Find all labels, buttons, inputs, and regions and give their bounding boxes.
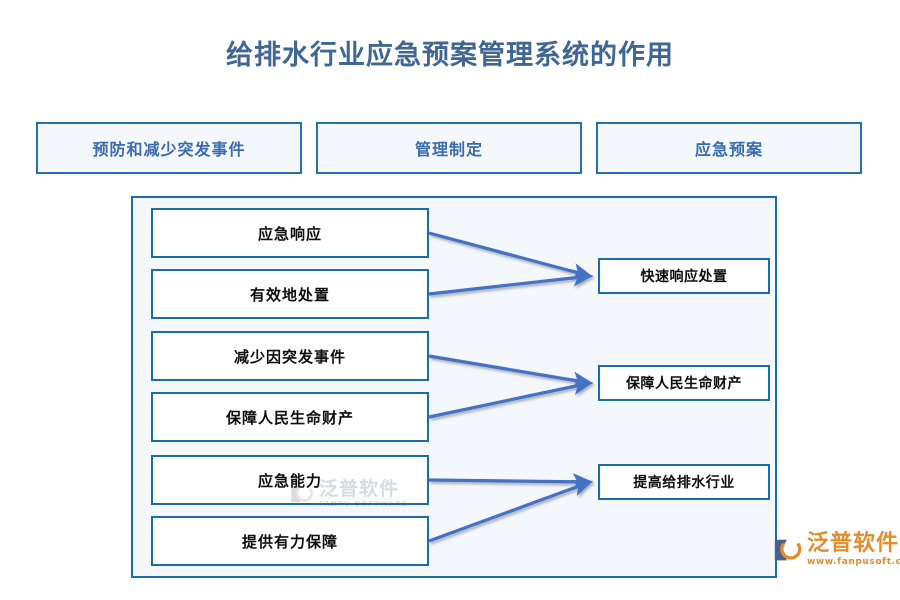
- right-box-rapid-response[interactable]: 快速响应处置: [598, 258, 770, 294]
- right-box-label: 提高给排水行业: [633, 475, 735, 491]
- brand-url: www.fanpusoft.com: [807, 557, 900, 567]
- left-box-label: 提供有力保障: [241, 532, 338, 551]
- right-box-label: 快速响应处置: [640, 269, 728, 285]
- left-box-label: 保障人民生命财产: [225, 408, 354, 427]
- right-box-label: 保障人民生命财产: [626, 376, 742, 392]
- left-box-strong-guarantee[interactable]: 提供有力保障: [151, 516, 429, 566]
- fanpu-logo-icon: [774, 538, 802, 561]
- header-box-label: 应急预案: [694, 140, 763, 159]
- right-box-improve-industry[interactable]: 提高给排水行业: [598, 464, 770, 500]
- left-box-label: 应急响应: [257, 224, 322, 243]
- left-box-reduce-incidents[interactable]: 减少因突发事件: [151, 331, 429, 381]
- right-box-protect-life-property[interactable]: 保障人民生命财产: [598, 365, 770, 401]
- left-box-protect-life-property[interactable]: 保障人民生命财产: [151, 392, 429, 442]
- left-box-emergency-response[interactable]: 应急响应: [151, 208, 429, 258]
- left-box-effective-handling[interactable]: 有效地处置: [151, 269, 429, 319]
- left-box-label: 应急能力: [257, 471, 322, 490]
- header-box-prevention[interactable]: 预防和减少突发事件: [36, 122, 302, 174]
- header-box-label: 预防和减少突发事件: [92, 140, 246, 159]
- brand-logo: 泛普软件 www.fanpusoft.com: [772, 533, 900, 567]
- header-box-label: 管理制定: [414, 140, 483, 159]
- brand-logo-text: 泛普软件 www.fanpusoft.com: [807, 533, 900, 567]
- left-box-emergency-capability[interactable]: 应急能力: [151, 455, 429, 505]
- page-title: 给排水行业应急预案管理系统的作用: [226, 40, 674, 71]
- header-box-management[interactable]: 管理制定: [316, 122, 582, 174]
- left-box-label: 减少因突发事件: [233, 347, 346, 366]
- brand-name: 泛普软件: [807, 531, 900, 556]
- left-box-label: 有效地处置: [249, 285, 330, 304]
- header-box-emergency-plan[interactable]: 应急预案: [596, 122, 862, 174]
